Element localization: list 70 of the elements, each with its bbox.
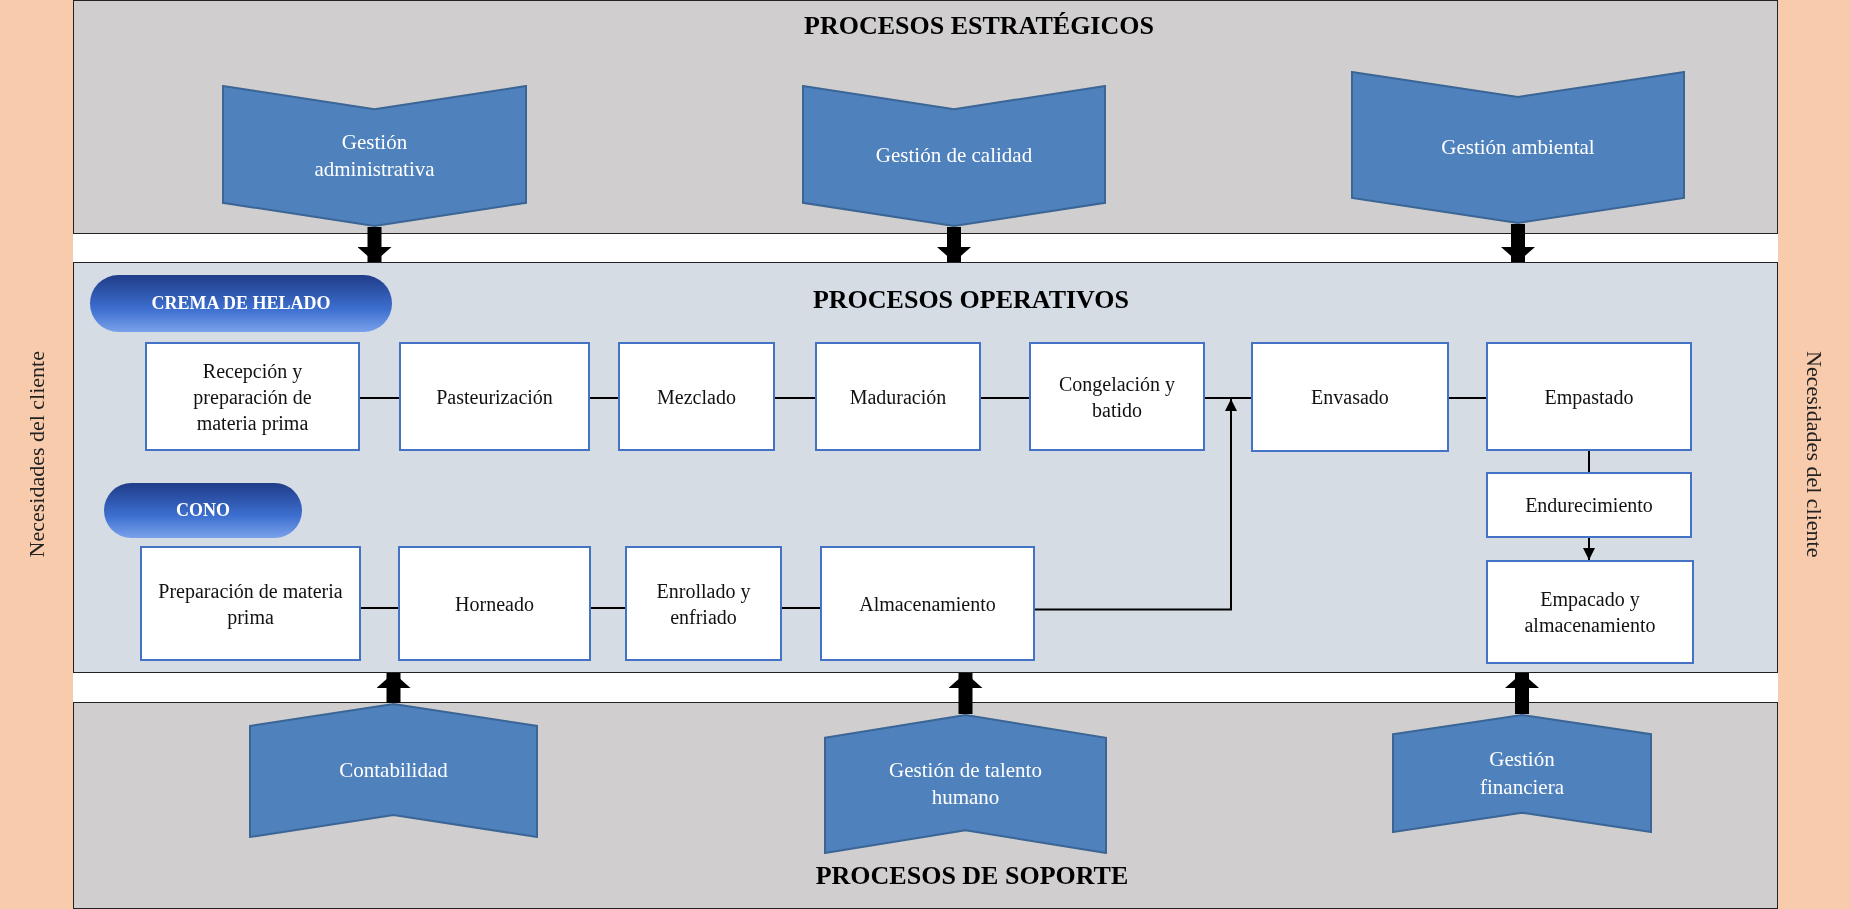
category-pill bbox=[104, 483, 302, 538]
connector-line bbox=[590, 607, 626, 609]
process-box bbox=[399, 342, 590, 451]
process-box bbox=[140, 546, 361, 661]
process-box bbox=[618, 342, 775, 451]
block-arrow bbox=[1501, 224, 1535, 262]
process-label: Gestión financiera bbox=[1479, 746, 1565, 801]
process-band bbox=[73, 0, 1778, 234]
section-title: PROCESOS OPERATIVOS bbox=[812, 285, 1130, 315]
step-label: Maduración bbox=[848, 384, 948, 410]
process-box bbox=[1486, 472, 1692, 538]
step-label: Envasado bbox=[1310, 385, 1390, 410]
category-label: CREMA DE HELADO bbox=[151, 293, 331, 314]
connector-line bbox=[359, 397, 400, 399]
block-arrow bbox=[376, 673, 411, 703]
step-label: Preparación de materia prima bbox=[157, 578, 344, 630]
connector-line bbox=[774, 397, 816, 399]
process-band bbox=[73, 702, 1778, 909]
connector-line bbox=[1588, 450, 1590, 473]
connector-line bbox=[781, 607, 821, 609]
process-box bbox=[1029, 342, 1205, 451]
process-box bbox=[815, 342, 981, 451]
process-label: Gestión de calidad bbox=[874, 142, 1034, 170]
process-box bbox=[1251, 342, 1449, 452]
process-box bbox=[625, 546, 782, 661]
step-label: Pasteurización bbox=[435, 384, 554, 410]
chevron-shape bbox=[802, 85, 1106, 227]
category-label: CONO bbox=[176, 500, 230, 521]
section-title: PROCESOS ESTRATÉGICOS bbox=[804, 11, 1154, 41]
chevron-shape bbox=[1351, 71, 1685, 224]
step-label: Empacado y almacenamiento bbox=[1523, 587, 1657, 638]
connector-line bbox=[360, 607, 399, 609]
step-label: Congelación y batido bbox=[1057, 371, 1177, 423]
step-label: Recepción y preparación de materia prima bbox=[192, 358, 313, 436]
process-label: Gestión administrativa bbox=[313, 128, 436, 183]
block-arrow bbox=[1505, 673, 1539, 714]
connector-line bbox=[1204, 397, 1252, 399]
chevron-shape bbox=[824, 714, 1107, 854]
arrow bbox=[1583, 537, 1595, 561]
process-label: Contabilidad bbox=[338, 756, 449, 784]
connector-line bbox=[1448, 397, 1487, 399]
process-panel bbox=[73, 262, 1778, 673]
arrow bbox=[1034, 398, 1237, 611]
process-box bbox=[398, 546, 591, 661]
connector-line bbox=[980, 397, 1030, 399]
step-label: Empastado bbox=[1543, 384, 1635, 410]
side-band bbox=[1778, 0, 1850, 909]
category-pill bbox=[90, 275, 392, 332]
step-label: Endurecimiento bbox=[1524, 493, 1654, 518]
block-arrow bbox=[937, 227, 971, 262]
side-label: Necesidades del cliente bbox=[23, 351, 50, 558]
side-label: Necesidades del cliente bbox=[1801, 351, 1827, 558]
process-box bbox=[145, 342, 360, 451]
step-label: Mezclado bbox=[656, 384, 737, 410]
block-arrow bbox=[357, 227, 392, 262]
block-arrow bbox=[948, 673, 983, 714]
chevron-shape bbox=[249, 703, 538, 838]
process-box bbox=[1486, 342, 1692, 451]
section-title: PROCESOS DE SOPORTE bbox=[815, 861, 1129, 891]
connector-line bbox=[589, 397, 619, 399]
process-label: Gestión ambiental bbox=[1440, 133, 1596, 161]
chevron-shape bbox=[1392, 714, 1652, 833]
step-label: Almacenamiento bbox=[858, 591, 997, 617]
step-label: Enrollado y enfriado bbox=[655, 578, 752, 630]
process-box bbox=[1486, 560, 1694, 664]
side-band bbox=[0, 0, 73, 909]
chevron-shape bbox=[222, 85, 527, 227]
process-label: Gestión de talento humano bbox=[888, 756, 1043, 811]
step-label: Horneado bbox=[454, 591, 535, 617]
process-box bbox=[820, 546, 1035, 661]
